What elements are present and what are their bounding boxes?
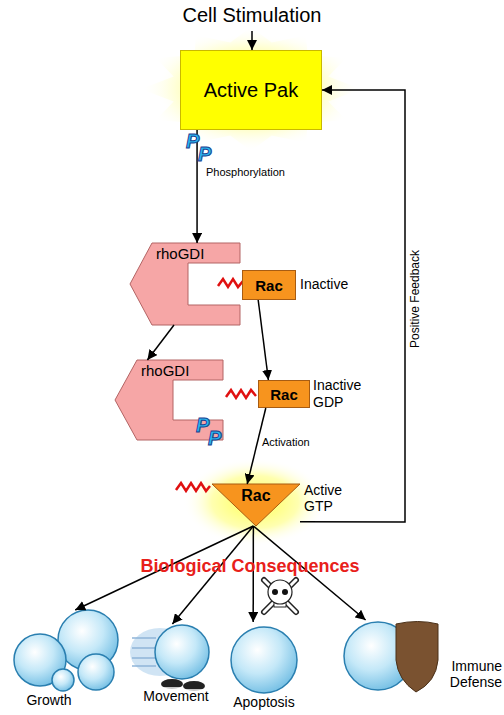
dying-cell: Apoptosis — [228, 622, 300, 692]
motion-line — [132, 647, 156, 649]
edge-label: Phosphorylation — [206, 166, 285, 178]
node-text: Movement — [120, 688, 232, 704]
crossbone — [264, 580, 296, 612]
rhogdi-shape: rhoGDI — [130, 243, 240, 325]
crossbone-outline — [264, 580, 296, 612]
node-text: Immune Defense — [430, 658, 502, 690]
node-caption: Active GTP — [304, 482, 358, 514]
lipid-tail — [226, 390, 256, 398]
edge-label: Positive Feedback — [408, 234, 422, 364]
kinase-box: Active Pak — [180, 50, 322, 130]
motion-line — [132, 637, 156, 639]
skull-eye — [272, 589, 278, 595]
node-text: Growth — [0, 692, 100, 708]
rhogdi-outline — [115, 360, 223, 440]
rac-box: RacInactive GDP — [258, 380, 310, 408]
node-text: rhoGDI — [141, 362, 189, 379]
section-heading: Biological Consequences — [0, 556, 500, 577]
motion-line — [132, 657, 156, 659]
triangle-outline — [212, 484, 300, 526]
skull-eye — [282, 589, 288, 595]
phosphate-mark: P — [186, 130, 199, 153]
shoe — [161, 679, 183, 689]
node-caption: Inactive — [300, 276, 348, 292]
node-outline — [8, 610, 120, 690]
connector-arrow — [300, 90, 405, 522]
cell-body — [231, 627, 297, 693]
input-label: Cell Stimulation — [0, 4, 504, 27]
connector-arrow — [258, 300, 268, 380]
motion-line — [132, 665, 156, 667]
cell-body — [52, 669, 74, 691]
crossbone — [264, 580, 296, 612]
rhogdi-outline — [130, 243, 240, 325]
lipid-tail — [218, 279, 243, 287]
phosphate-mark: P — [208, 427, 221, 450]
phosphate-mark: P — [196, 414, 209, 437]
stimulation-arrow — [251, 31, 253, 50]
node-outline — [338, 620, 430, 690]
moving-cell: Movement — [140, 624, 212, 686]
growth-cells: Growth — [8, 610, 120, 690]
node-caption: Inactive GDP — [313, 377, 373, 411]
node-text: Active Pak — [181, 51, 321, 129]
node-text: Apoptosis — [208, 694, 320, 710]
lipid-tail — [176, 483, 210, 491]
node-outline — [140, 624, 212, 686]
active-rac-triangle: RacActive GTP — [212, 484, 300, 526]
phosphate-mark: P — [198, 143, 211, 166]
defended-cell: Immune Defense — [338, 620, 430, 690]
skull-icon — [264, 580, 296, 612]
rac-box: RacInactive — [242, 270, 296, 300]
cell-body — [78, 654, 114, 690]
skull-cranium — [268, 580, 292, 604]
node-text: Rac — [243, 271, 295, 299]
crossbone-outline — [264, 580, 296, 612]
shield — [396, 622, 438, 693]
edge-label: Activation — [262, 436, 310, 448]
soft-glow — [156, 34, 346, 144]
starburst-glow — [141, 27, 361, 151]
connector-arrow — [147, 325, 174, 360]
node-outline — [228, 622, 300, 692]
node-text: rhoGDI — [156, 245, 204, 262]
node-text: Rac — [212, 487, 300, 505]
node-text: Rac — [259, 381, 309, 407]
cell-body — [155, 625, 209, 679]
